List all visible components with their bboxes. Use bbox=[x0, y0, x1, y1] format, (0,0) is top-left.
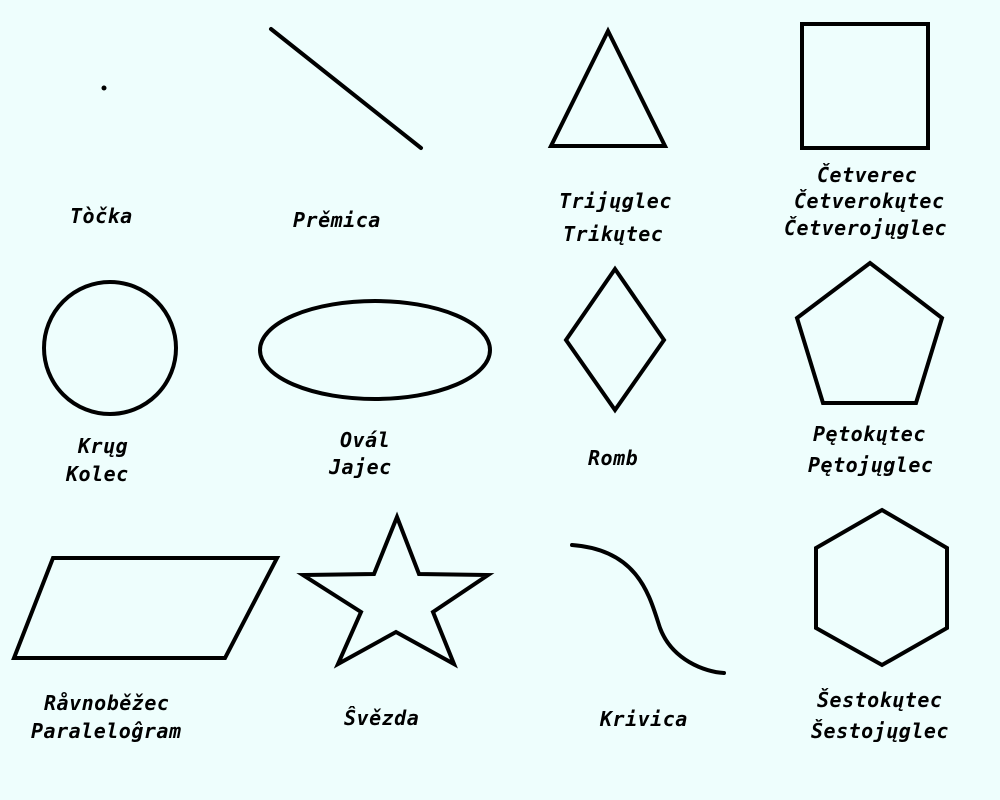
square-label-3: Četverojųglec bbox=[784, 216, 948, 240]
pentagon-shape bbox=[794, 260, 945, 405]
square-label-2: Četverokųtec bbox=[794, 189, 945, 213]
line-shape bbox=[269, 27, 423, 150]
star-label: Ŝvězda bbox=[344, 706, 420, 730]
parallelogram-label-2: Paraleloĝram bbox=[31, 719, 182, 743]
triangle-label-1: Trijųglec bbox=[559, 189, 672, 213]
parallelogram-label-1: Råvnoběžec bbox=[44, 691, 170, 715]
square-label-1: Četverec bbox=[817, 163, 918, 187]
oval-shape bbox=[258, 299, 492, 401]
pentagon-label-2: Pętojųglec bbox=[808, 453, 934, 477]
point-shape bbox=[101, 85, 107, 91]
curve-shape bbox=[570, 543, 726, 675]
parallelogram-shape bbox=[11, 556, 281, 660]
hexagon-shape bbox=[814, 507, 949, 668]
oval-label-2: Jajec bbox=[329, 455, 392, 479]
circle-label-1: Krųg bbox=[78, 434, 129, 458]
rhombus-shape bbox=[563, 265, 667, 414]
square-shape bbox=[800, 22, 930, 150]
triangle-shape bbox=[547, 26, 669, 148]
star-shape bbox=[296, 511, 495, 669]
rhombus-label: Romb bbox=[588, 446, 639, 470]
line-label: Prěmica bbox=[293, 208, 381, 232]
triangle-label-2: Trikųtec bbox=[563, 222, 664, 246]
hexagon-label-1: Šestokųtec bbox=[817, 688, 943, 712]
circle-label-2: Kolec bbox=[66, 462, 129, 486]
point-label: Tòčka bbox=[70, 204, 133, 228]
circle-shape bbox=[42, 280, 178, 416]
pentagon-label-1: Pętokųtec bbox=[813, 422, 926, 446]
oval-label-1: Ovál bbox=[340, 428, 391, 452]
curve-label: Krivica bbox=[600, 707, 688, 731]
hexagon-label-2: Šestojųglec bbox=[811, 719, 949, 743]
